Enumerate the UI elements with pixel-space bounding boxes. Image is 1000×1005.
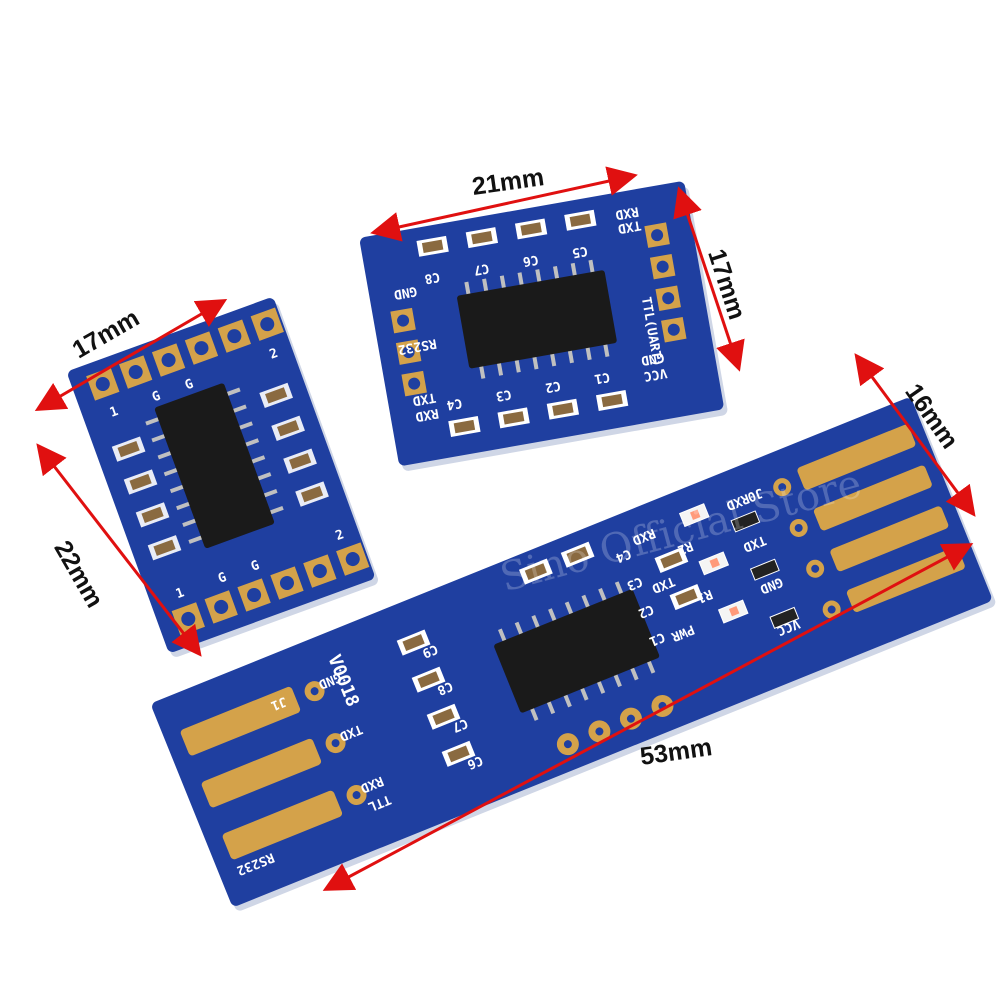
- square-left-pin-label: RXD: [414, 405, 440, 424]
- square-left-pin-label: TXD: [411, 389, 437, 408]
- small-board: 1 G G 2 1 G G 2: [68, 298, 378, 657]
- square-right-pin-label: VCC: [643, 365, 669, 384]
- square-cap-label: C5: [571, 243, 589, 260]
- square-board-chip: [457, 259, 617, 379]
- dimension-arrows: [34, 166, 976, 891]
- arrow-small-height: [36, 443, 202, 657]
- square-cap-label: C6: [521, 251, 539, 269]
- square-left-pin-label: GND: [392, 283, 418, 302]
- square-cap-label: C4: [445, 395, 463, 413]
- square-cap-label: C7: [472, 260, 490, 277]
- square-board-left-pads: [390, 307, 427, 397]
- square-right-pin-label: GND: [640, 349, 666, 368]
- arrow-square-height: [673, 186, 745, 372]
- arrow-long-length: [322, 543, 974, 891]
- arrow-long-width: [854, 353, 976, 517]
- j1-label: J1: [268, 693, 288, 713]
- square-left-pin-label: RS232: [397, 335, 438, 357]
- j0-label: J0: [745, 484, 765, 504]
- square-cap-label: C2: [544, 377, 562, 394]
- square-cap-label: C3: [495, 386, 513, 403]
- square-cap-label: C8: [423, 269, 441, 287]
- arrow-small-width: [34, 298, 228, 412]
- square-cap-label: C1: [593, 369, 611, 387]
- square-board-bottom-caps: [448, 390, 629, 438]
- arrow-square-width: [370, 166, 638, 242]
- long-board-left-contacts: [180, 686, 343, 860]
